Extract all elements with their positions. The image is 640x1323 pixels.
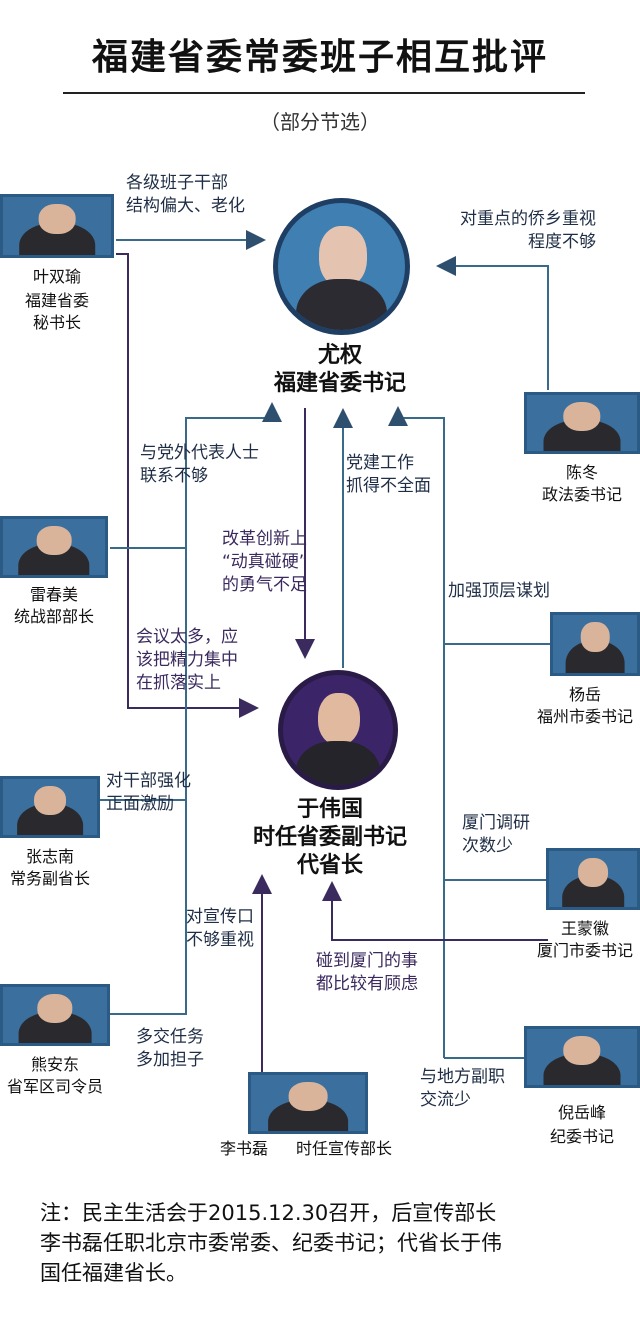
diagram-subtitle: （部分节选） [260,110,380,134]
criticism-reform: 改革创新上“动真碰硬”的勇气不足 [222,529,308,595]
you-quan-name: 尤权 [317,343,362,368]
criticism-cadre: 对干部强化正面激励 [106,771,191,814]
yang-yue-name: 杨岳 [568,685,601,704]
ye-shuangyu-role-line2: 秘书长 [32,313,81,332]
yang-yue-role: 福州市委书记 [536,707,633,726]
lei-chunmei-photo [0,516,108,578]
xiong-andong-photo [0,984,110,1046]
yang-yue-photo [550,612,640,676]
zhang-zhinan-role: 常务副省长 [9,869,90,888]
line-xiong-branch [110,800,187,1015]
line-chen-to-you [436,256,549,390]
line-right-trunk-to-you [388,406,445,1058]
criticism-xiamen-concern: 碰到厦门的事都比较有顾虑 [316,951,418,994]
ye-shuangyu-name: 叶双瑜 [32,267,81,286]
chen-dong-role: 政法委书记 [541,485,622,504]
title-divider [63,92,585,94]
yu-weiguo-name: 于伟国 [296,797,363,822]
lei-chunmei-role: 统战部部长 [13,607,94,626]
ni-yuefeng-name: 倪岳峰 [557,1103,606,1122]
ni-yuefeng-role: 纪委书记 [549,1127,614,1146]
criticism-meetings: 会议太多，应该把精力集中在抓落实上 [136,627,238,693]
xiong-andong-role: 省军区司令员 [6,1077,103,1096]
criticism-exchange: 与地方副职交流少 [420,1067,505,1110]
li-shulei-role: 时任宣传部长 [295,1139,392,1158]
lei-chunmei-name: 雷春美 [29,585,78,604]
line-wang-to-yu [322,881,548,941]
criticism-tasks: 多交任务多加担子 [136,1027,204,1070]
footnote: 注：民主生活会于2015.12.30召开，后宣传部长 李书磊任职北京市委常委、纪… [40,1201,502,1285]
criticism-party-building: 党建工作抓得不全面 [346,453,431,496]
zhang-zhinan-photo [0,776,100,838]
yu-weiguo-role-line2: 代省长 [296,853,363,878]
yu-weiguo-photo [278,670,398,790]
criticism-ye-to-you: 各级班子干部结构偏大、老化 [126,173,245,216]
xiong-andong-name: 熊安东 [30,1055,79,1074]
zhang-zhinan-name: 张志南 [25,847,74,866]
ni-yuefeng-photo [524,1026,640,1088]
criticism-propaganda: 对宣传口不够重视 [186,907,254,950]
chen-dong-name: 陈冬 [565,463,598,482]
criticism-chen-to-you: 对重点的侨乡重视程度不够 [460,209,596,252]
ye-shuangyu-photo [0,194,114,258]
chen-dong-photo [524,392,640,454]
li-shulei-name: 李书磊 [219,1139,268,1158]
wang-menghui-role: 厦门市委书记 [536,941,633,960]
criticism-top-design: 加强顶层谋划 [448,581,550,601]
wang-menghui-photo [546,848,640,910]
you-quan-photo [273,198,410,335]
yu-weiguo-role-line1: 时任省委副书记 [252,825,407,850]
criticism-xiamen-research: 厦门调研次数少 [462,813,530,856]
you-quan-role: 福建省委书记 [273,371,406,396]
line-ye-to-yu [116,253,259,718]
li-shulei-photo [248,1072,368,1134]
criticism-lei-to-you: 与党外代表人士联系不够 [140,443,259,486]
diagram-title: 福建省委常委班子相互批评 [91,37,548,78]
wang-menghui-name: 王蒙徽 [560,919,609,938]
ye-shuangyu-role-line1: 福建省委 [24,291,89,310]
